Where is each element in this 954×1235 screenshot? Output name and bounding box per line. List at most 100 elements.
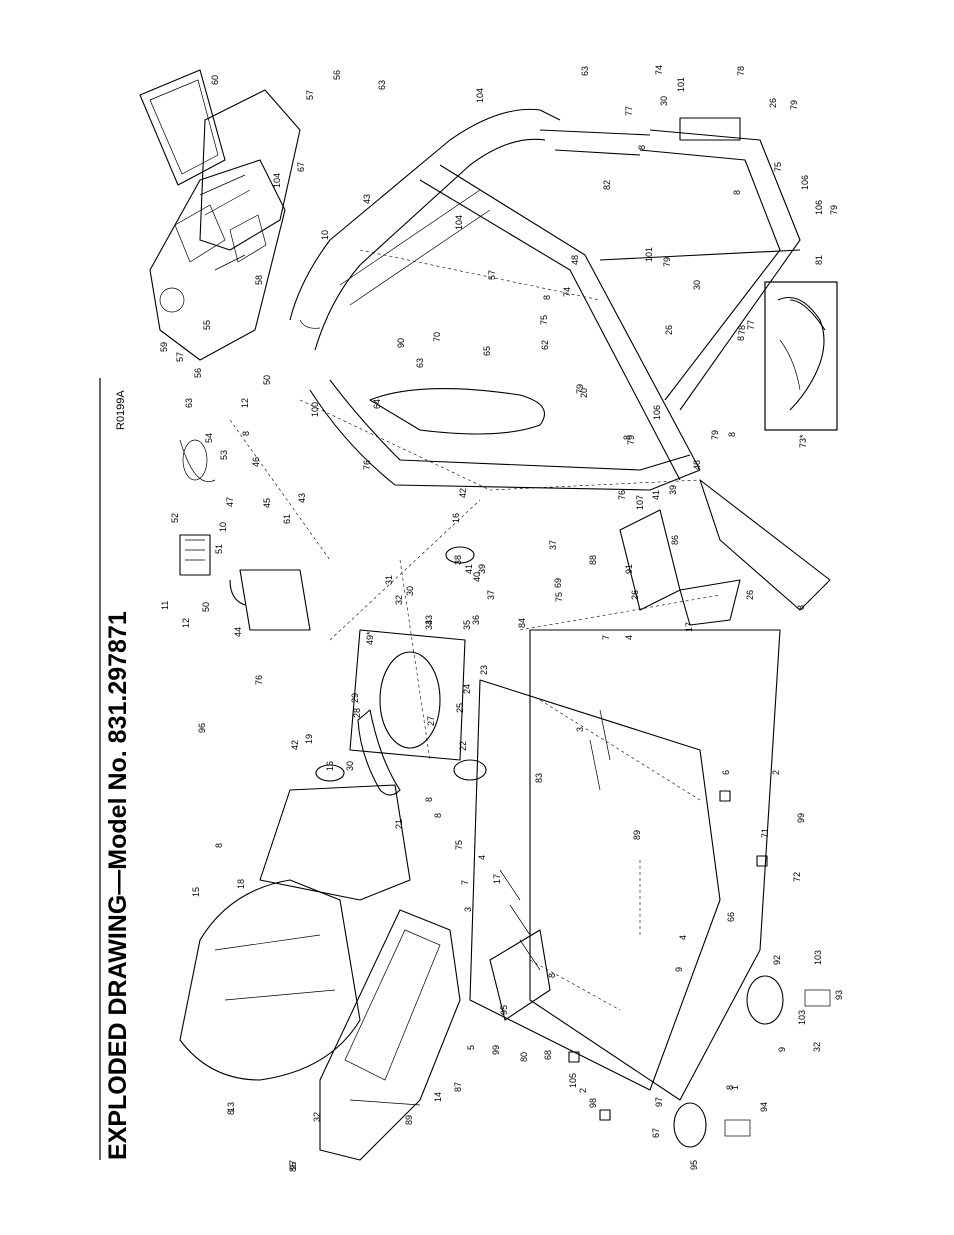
part-callout: 101 bbox=[644, 247, 654, 262]
part-callout: 32 bbox=[312, 1112, 322, 1122]
part-callout: 42 bbox=[458, 488, 468, 498]
part-callout: 67 bbox=[296, 162, 306, 172]
part-callout: 9 bbox=[674, 967, 684, 972]
part-callout: 17 bbox=[492, 874, 502, 884]
part-callout: 7 bbox=[460, 880, 470, 885]
part-callout: 32 bbox=[812, 1042, 822, 1052]
part-callout: 74 bbox=[562, 287, 572, 297]
part-callout: 78 bbox=[737, 325, 747, 335]
part-callout: 106 bbox=[652, 405, 662, 420]
part-callout: 103 bbox=[813, 950, 823, 965]
part-callout: 45 bbox=[262, 498, 272, 508]
part-callout: 94 bbox=[759, 1102, 769, 1112]
part-callout: 11 bbox=[160, 601, 170, 610]
part-callout: 8 bbox=[433, 813, 443, 818]
part-callout: 37 bbox=[486, 590, 496, 600]
part-callout: 57 bbox=[305, 90, 315, 100]
part-callout: 34 bbox=[424, 620, 434, 630]
part-callout: 16 bbox=[451, 513, 461, 523]
part-callout: 106 bbox=[800, 175, 810, 190]
part-callout: 97 bbox=[654, 1097, 664, 1107]
part-callout: 7 bbox=[601, 635, 611, 640]
part-callout: 104 bbox=[272, 173, 282, 188]
part-callout: 76 bbox=[362, 460, 372, 470]
part-callout: 95 bbox=[689, 1160, 699, 1170]
part-callout: 81 bbox=[814, 255, 824, 265]
part-callout: 8 bbox=[736, 336, 746, 341]
part-callout: 62 bbox=[540, 340, 550, 350]
part-callout: 84 bbox=[517, 618, 527, 628]
part-callout: 91 bbox=[624, 564, 634, 574]
part-callout: 48 bbox=[692, 460, 702, 470]
part-callout: 26 bbox=[768, 98, 778, 108]
part-callout: 82 bbox=[602, 180, 612, 190]
part-callout: 66 bbox=[726, 912, 736, 922]
part-callout: 79 bbox=[710, 430, 720, 440]
part-callout: 75 bbox=[554, 592, 564, 602]
main-frame bbox=[469, 629, 781, 1101]
part-callout: 26 bbox=[745, 590, 755, 600]
part-callout: 14 bbox=[433, 1092, 443, 1102]
part-callout: 23 bbox=[479, 665, 489, 675]
part-callout: 79 bbox=[789, 100, 799, 110]
incline-assembly bbox=[619, 479, 831, 626]
part-callout: 73* bbox=[798, 434, 808, 448]
part-callout: 93 bbox=[834, 990, 844, 1000]
part-callout: 58 bbox=[254, 275, 264, 285]
part-callout: 17 bbox=[684, 622, 694, 632]
part-callout: 21 bbox=[394, 819, 404, 829]
electronics bbox=[179, 439, 311, 631]
part-callout: 51 bbox=[214, 544, 224, 554]
part-callout: 53 bbox=[219, 450, 229, 460]
part-callout: 59 bbox=[159, 342, 169, 352]
part-callout: 27 bbox=[426, 716, 436, 726]
part-callout: 3 bbox=[575, 727, 585, 732]
part-callout: 12 bbox=[240, 398, 250, 408]
part-callout: 19 bbox=[304, 734, 314, 744]
part-callout: 104 bbox=[475, 88, 485, 103]
upright-frame bbox=[289, 108, 801, 491]
part-callout: 22 bbox=[458, 741, 468, 751]
part-callout: 41 bbox=[464, 564, 474, 574]
part-callout: 43 bbox=[297, 493, 307, 503]
part-callout: 104 bbox=[454, 215, 464, 230]
part-callout: 10 bbox=[320, 230, 330, 240]
part-callout: 3 bbox=[463, 907, 473, 912]
part-callout: 75 bbox=[539, 315, 549, 325]
part-callout: 48 bbox=[570, 255, 580, 265]
part-callout: 44 bbox=[233, 627, 243, 637]
part-callout: 20 bbox=[579, 388, 589, 398]
part-callout: 98 bbox=[588, 1098, 598, 1108]
motor-hood bbox=[179, 784, 411, 1081]
part-callout: 69 bbox=[553, 578, 563, 588]
motor-assembly bbox=[315, 546, 487, 796]
part-callout: 8 bbox=[241, 431, 251, 436]
part-callout: 25 bbox=[455, 703, 465, 713]
part-callout: 70 bbox=[432, 332, 442, 342]
end-cap bbox=[319, 909, 461, 1161]
part-callout: 8 bbox=[727, 432, 737, 437]
part-callout: 99 bbox=[796, 813, 806, 823]
part-callout: 33 bbox=[424, 615, 434, 625]
part-callout: 8 bbox=[796, 605, 806, 610]
part-callout: 71 bbox=[760, 828, 770, 838]
part-callout: 30 bbox=[659, 96, 669, 106]
part-callout: 8 bbox=[424, 797, 434, 802]
part-callout: 99 bbox=[491, 1045, 501, 1055]
part-callout: 8 bbox=[732, 190, 742, 195]
part-callout: 79 bbox=[626, 435, 636, 445]
part-callout: 43 bbox=[362, 194, 372, 204]
part-callout: 4 bbox=[624, 635, 634, 640]
part-callout: 30 bbox=[405, 586, 415, 596]
part-callout: 64 bbox=[372, 399, 382, 409]
part-callout: 67 bbox=[651, 1128, 661, 1138]
part-callout: 12 bbox=[181, 618, 191, 628]
part-callout: 50 bbox=[201, 602, 211, 612]
part-callout: 75 bbox=[773, 162, 783, 172]
part-callout: 31 bbox=[384, 575, 394, 585]
part-callout: 6 bbox=[721, 770, 731, 775]
part-callout: 10 bbox=[218, 522, 228, 532]
part-callout: 41 bbox=[651, 490, 661, 500]
part-callout: 75 bbox=[454, 840, 464, 850]
